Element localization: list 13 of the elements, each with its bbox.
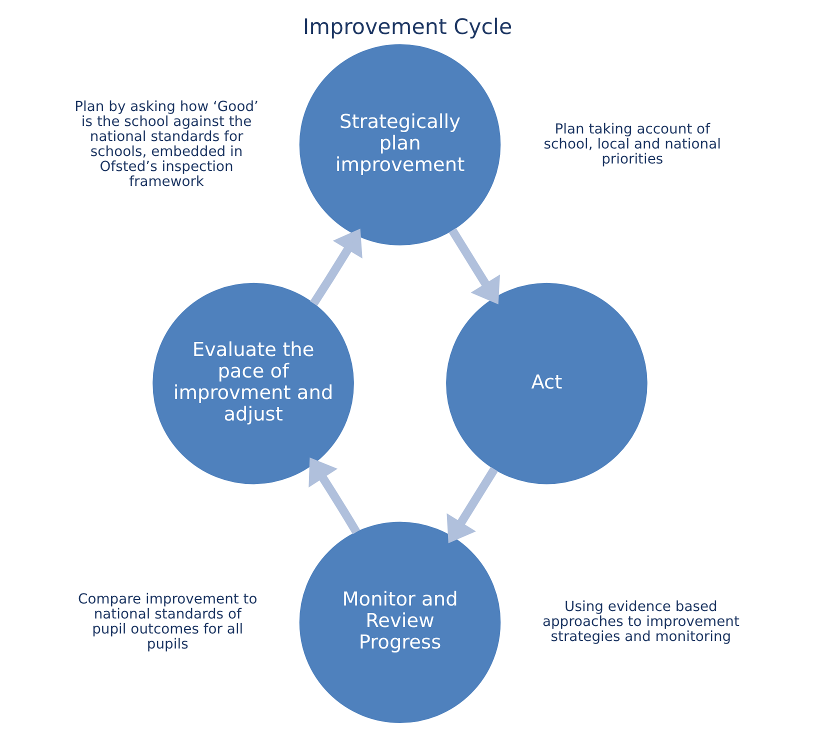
diagram-title: Improvement Cycle xyxy=(302,14,512,40)
node-circle: Monitor and Review Progress xyxy=(299,522,501,724)
node-circle: Evaluate the pace of improvment and adjust xyxy=(152,282,354,484)
label: Using evidence based approaches to improvement strategies and monitoring xyxy=(542,599,740,645)
node-circle: Act xyxy=(446,282,648,484)
arrow xyxy=(446,466,498,544)
arrow xyxy=(310,228,362,306)
label: Plan taking account of school, local and national priorities xyxy=(544,121,721,168)
arrow xyxy=(308,458,360,534)
label: Compare improvement to national standards of pupil outcomes for all pupils xyxy=(78,592,258,652)
arrow xyxy=(448,228,500,304)
label: Plan by asking how ‘Good’ is the school against the national standards for schools, embedded in Ofsted’s inspection framework xyxy=(74,98,258,190)
node-circle: Strategically plan improvement xyxy=(299,44,501,246)
